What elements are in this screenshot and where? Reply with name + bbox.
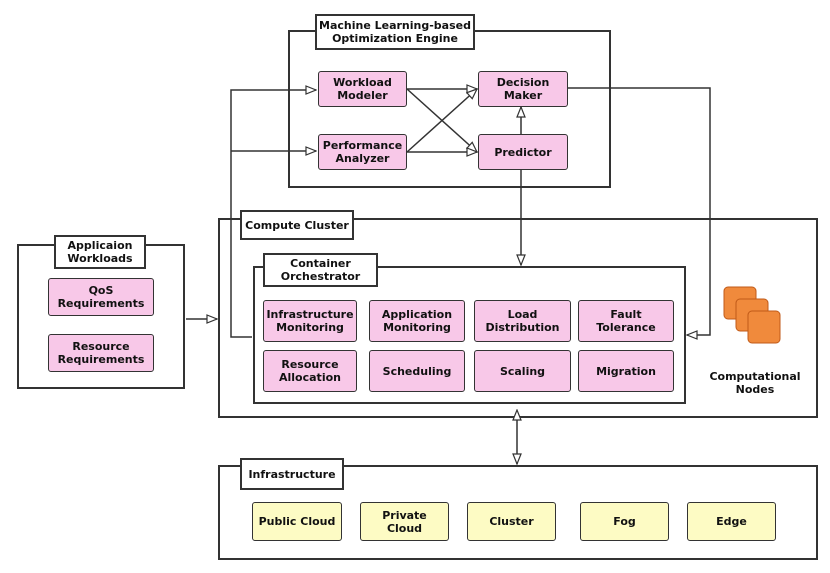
orchestrator-title: Container Orchestrator xyxy=(263,253,378,287)
cluster-box: Cluster xyxy=(467,502,556,541)
orchestrator-frame xyxy=(253,266,686,404)
infrastructure-frame xyxy=(218,465,818,560)
fault-tolerance-box: Fault Tolerance xyxy=(578,300,674,342)
infrastructure-title: Infrastructure xyxy=(240,458,344,490)
public-cloud-box: Public Cloud xyxy=(252,502,342,541)
bus-to-workload-modeler xyxy=(230,90,316,338)
ml-engine-title: Machine Learning-based Optimization Engi… xyxy=(315,14,475,50)
predictor-box: Predictor xyxy=(478,134,568,170)
decision-to-orchestrator xyxy=(568,87,711,335)
compute-cluster-title: Compute Cluster xyxy=(240,210,354,240)
resource-requirements-box: Resource Requirements xyxy=(48,334,154,372)
load-distribution-box: Load Distribution xyxy=(474,300,571,342)
analyzer-to-decision xyxy=(406,89,477,153)
computational-nodes-label: Computational Nodes xyxy=(709,370,801,396)
workload-modeler-box: Workload Modeler xyxy=(318,71,407,107)
application-monitoring-box: Application Monitoring xyxy=(369,300,465,342)
private-cloud-box: Private Cloud xyxy=(360,502,449,541)
stacked-servers-icon xyxy=(723,286,781,344)
fog-box: Fog xyxy=(580,502,669,541)
migration-box: Migration xyxy=(578,350,674,392)
qos-requirements-box: QoS Requirements xyxy=(48,278,154,316)
resource-allocation-box: Resource Allocation xyxy=(263,350,357,392)
decision-maker-box: Decision Maker xyxy=(478,71,568,107)
performance-analyzer-box: Performance Analyzer xyxy=(318,134,407,170)
infrastructure-monitoring-box: Infrastructure Monitoring xyxy=(263,300,357,342)
scaling-box: Scaling xyxy=(474,350,571,392)
workloads-title: Applicaion Workloads xyxy=(54,235,146,269)
scheduling-box: Scheduling xyxy=(369,350,465,392)
edge-box: Edge xyxy=(687,502,776,541)
